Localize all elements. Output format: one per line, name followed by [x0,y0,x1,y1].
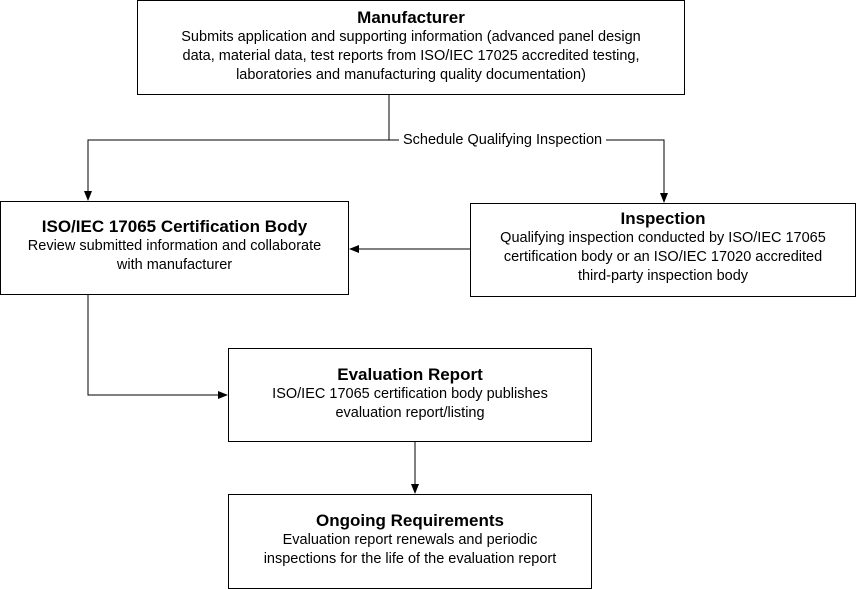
evaluation-report-text-line: ISO/IEC 17065 certification body publish… [272,386,548,402]
schedule-inspection-label: Schedule Qualifying Inspection [399,130,607,150]
ongoing-requirements-text-line: Evaluation report renewals and periodic [282,532,538,548]
certification-body-node: ISO/IEC 17065 Certification Body Review … [0,201,349,295]
evaluation-report-node: Evaluation Report ISO/IEC 17065 certific… [228,348,592,442]
evaluation-report-title: Evaluation Report [337,365,483,384]
manufacturer-text-line: data, material data, test reports from I… [182,48,640,64]
ongoing-requirements-node: Ongoing Requirements Evaluation report r… [228,494,592,589]
certification-body-text-line: Review submitted information and collabo… [27,238,322,254]
arrow-to-certification-body [84,139,389,201]
certification-body-text-line: with manufacturer [116,257,233,273]
manufacturer-text-line: Submits application and supporting infor… [181,29,641,45]
evaluation-report-text-line: evaluation report/listing [335,405,485,421]
arrow-certification-body-to-evaluation-report [87,295,228,399]
manufacturer-node: Manufacturer Submits application and sup… [137,0,685,95]
certification-body-title: ISO/IEC 17065 Certification Body [41,217,308,236]
inspection-text-line: Qualifying inspection conducted by ISO/I… [500,230,826,246]
ongoing-requirements-title: Ongoing Requirements [316,511,504,530]
inspection-text-line: third-party inspection body [577,268,749,284]
ongoing-requirements-text-line: inspections for the life of the evaluati… [263,551,557,567]
inspection-text-line: certification body or an ISO/IEC 17020 a… [503,249,823,265]
manufacturer-text-line: laboratories and manufacturing quality d… [236,67,586,83]
inspection-title: Inspection [620,209,706,228]
manufacturer-title: Manufacturer [357,8,465,27]
inspection-node: Inspection Qualifying inspection conduct… [470,203,856,297]
